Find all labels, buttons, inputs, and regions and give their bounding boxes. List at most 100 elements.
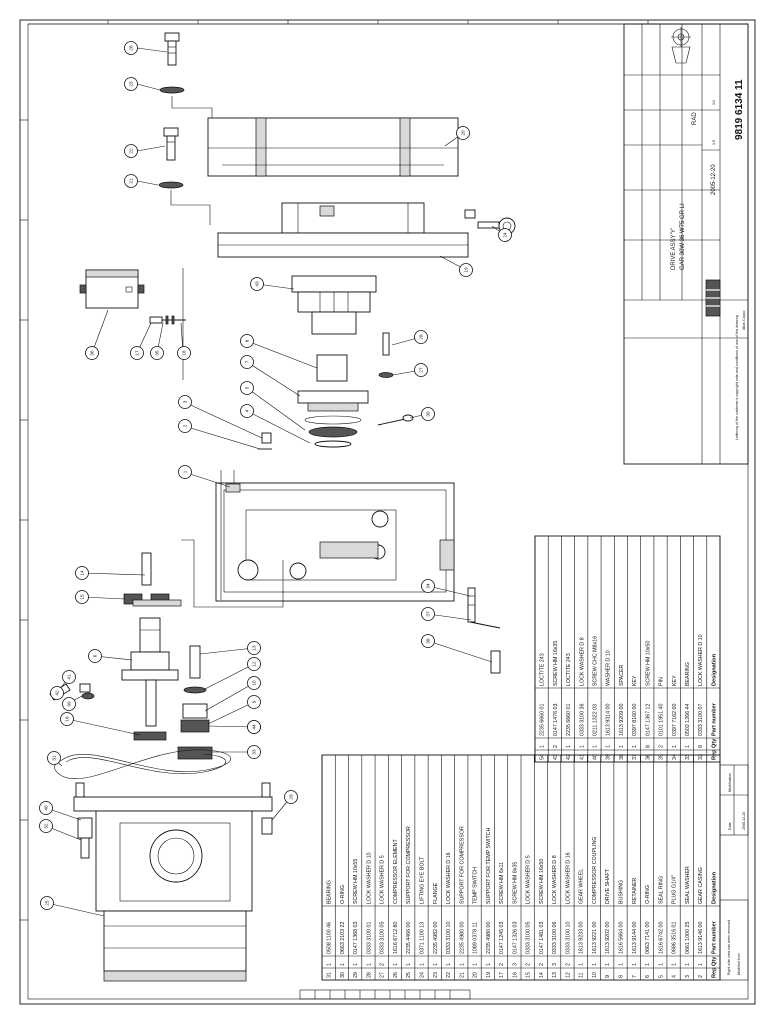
- header-part-number: Part number: [711, 920, 717, 954]
- compressor-element: [73, 782, 273, 982]
- top-washer-1: [159, 86, 185, 94]
- drive-shaft-top: [123, 552, 182, 607]
- rep-cell: 22: [446, 972, 452, 978]
- qty-cell: 1: [672, 963, 678, 966]
- part-number-cell: 0686 3516 01: [672, 922, 678, 954]
- designation-cell: LOCK WASHER D 5: [380, 855, 386, 904]
- svg-text:41: 41: [67, 674, 72, 680]
- designation-cell: GEAR WHEEL: [579, 869, 585, 904]
- qty-cell: 1: [605, 963, 611, 966]
- designation-cell: PIN: [659, 677, 665, 686]
- part-number-cell: 0211 1322 03: [592, 704, 598, 736]
- part-number-cell: 0663 7141 00: [645, 922, 651, 954]
- rep-cell: 7: [632, 975, 638, 978]
- part-number-cell: 1616 6712 80: [393, 922, 399, 954]
- header-part-number: Part number: [711, 702, 717, 736]
- rev-date-label: Date: [728, 822, 732, 830]
- o-ring-large: [54, 749, 231, 780]
- rep-cell: 39: [606, 754, 612, 760]
- designation-cell: SEAL WASHER: [685, 866, 691, 904]
- part-number-cell: 0147 1245 03: [499, 922, 505, 954]
- svg-text:7: 7: [245, 360, 250, 363]
- designation-cell: BUSHING: [619, 880, 625, 904]
- svg-text:37: 37: [426, 611, 431, 617]
- bushing: [316, 354, 348, 382]
- qty-cell: 1: [566, 745, 572, 748]
- designation-cell: SCREW HM 16x35: [553, 641, 559, 686]
- designation-cell: SCREW HM 6x11: [499, 862, 505, 904]
- balloon-44: 44: [247, 720, 261, 734]
- rep-cell: 24: [420, 972, 426, 978]
- bottom-ruler: [299, 989, 471, 1000]
- part-number-cell: 0147 1481 03: [539, 922, 545, 954]
- balloon-20: 20: [456, 126, 470, 140]
- balloon-32: 32: [39, 819, 53, 833]
- svg-text:5: 5: [245, 386, 250, 389]
- seal-pin: [377, 414, 414, 426]
- drawing-scale: 1:5: [712, 140, 716, 145]
- balloon-1: 1: [178, 465, 192, 479]
- rep-cell: 26: [393, 972, 399, 978]
- balloon-36: 36: [85, 346, 99, 360]
- svg-text:33: 33: [252, 749, 257, 755]
- qty-cell: 2: [526, 963, 532, 966]
- svg-text:6: 6: [93, 654, 98, 657]
- part-number-cell: 1613 9314 00: [606, 704, 612, 736]
- temp-switch-screw: [149, 315, 186, 325]
- qty-cell: 1: [592, 745, 598, 748]
- qty-cell: 1: [433, 963, 439, 966]
- rep-cell: 6: [645, 975, 651, 978]
- qty-cell: 1: [619, 745, 625, 748]
- compressor-coupling: [291, 275, 377, 335]
- part-number-cell: 0147 1367 12: [645, 704, 651, 736]
- qty-cell: 3: [512, 963, 518, 966]
- rep-cell: 54: [540, 754, 546, 760]
- part-number-cell: 2235 4466 00: [406, 922, 412, 954]
- svg-text:43: 43: [255, 281, 260, 287]
- balloon-15: 15: [75, 590, 89, 604]
- part-number-cell: 0502 1266 44: [685, 704, 691, 736]
- qty-cell: 1: [366, 963, 372, 966]
- rep-cell: 13: [552, 972, 558, 978]
- part-number-cell: 0333 3100 05: [526, 922, 532, 954]
- designation-cell: SUPPORT FOR COMPRESSOR: [459, 826, 465, 904]
- rep-cell: 10: [592, 972, 598, 978]
- balloon-5: 5: [240, 381, 254, 395]
- svg-text:21: 21: [129, 178, 134, 184]
- qty-cell: 1: [619, 963, 625, 966]
- balloon-41: 41: [62, 670, 76, 684]
- designation-cell: TEMP SWITCH: [473, 867, 479, 904]
- svg-text:36: 36: [90, 350, 95, 356]
- part-number-cell: 1613 9233 00: [579, 922, 585, 954]
- rep-cell: 2: [698, 975, 704, 978]
- leader-lines: [45, 47, 506, 917]
- balloon-29: 29: [284, 790, 298, 804]
- rep-cell: 29: [353, 972, 359, 978]
- svg-text:30: 30: [426, 411, 431, 417]
- rep-cell: 20: [473, 972, 479, 978]
- rep-cell: 37: [632, 754, 638, 760]
- qty-cell: 2: [553, 745, 559, 748]
- part-number-cell: 0397 8160 00: [632, 704, 638, 736]
- designation-cell: SCREW CHC M8x16: [592, 636, 598, 686]
- designation-cell: LIFTING EYE BOLT: [420, 856, 426, 904]
- top-bolt-2: [163, 127, 179, 161]
- qty-cell: 2: [380, 963, 386, 966]
- logo-text: Atlas Copco: [742, 311, 746, 330]
- qty-cell: 1: [459, 963, 465, 966]
- rep-cell: 19: [486, 972, 492, 978]
